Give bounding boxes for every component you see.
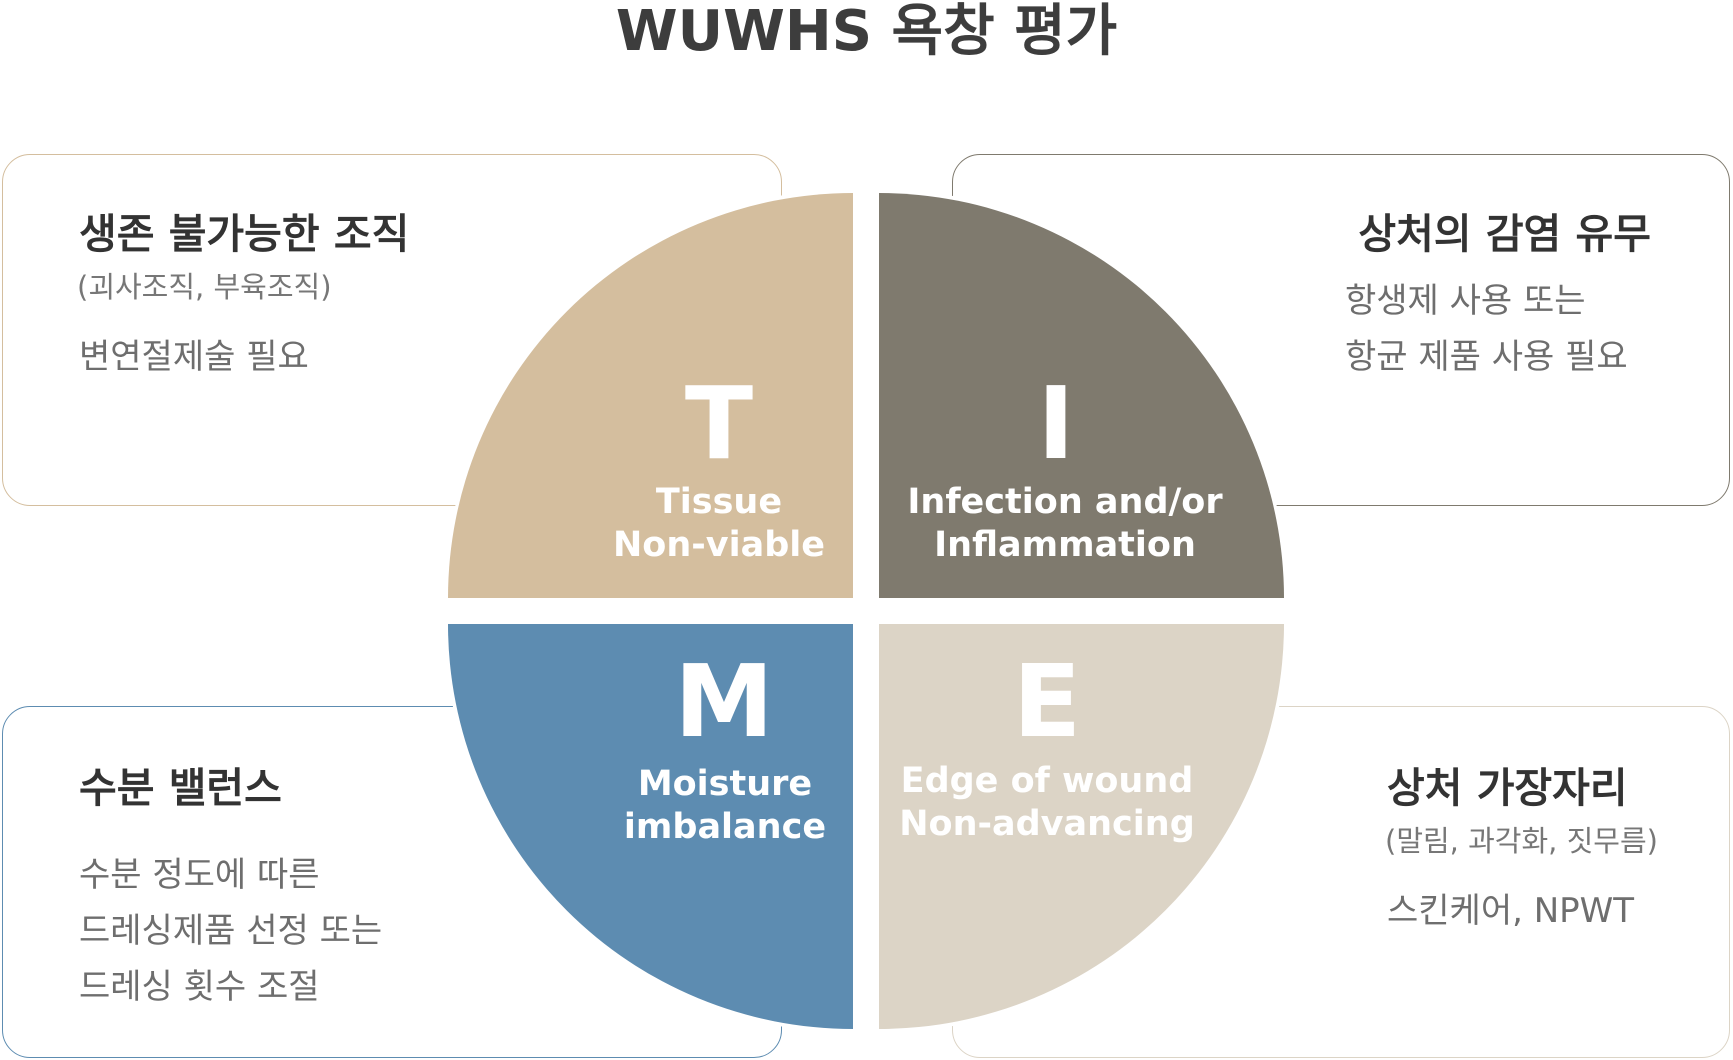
label-moisture-line: imbalance bbox=[623, 807, 827, 847]
card-infection-heading: 상처의 감염 유무 bbox=[1358, 210, 1651, 258]
label-edge-line: Edge of wound bbox=[900, 761, 1194, 801]
label-edge: Edge of wound Non-advancing bbox=[882, 760, 1212, 846]
card-edge-body: 스킨케어, NPWT bbox=[1387, 883, 1634, 939]
quadrant-edge bbox=[879, 624, 1284, 1029]
page-title: WUWHS 욕창 평가 bbox=[615, 0, 1118, 64]
letter-moisture: M bbox=[674, 643, 774, 760]
label-tissue-line: Non-viable bbox=[613, 525, 825, 565]
label-moisture-line: Moisture bbox=[637, 764, 813, 804]
card-tissue-body: 변연절제술 필요 bbox=[79, 329, 309, 385]
letter-tissue: T bbox=[684, 365, 754, 482]
card-moisture-heading: 수분 밸런스 bbox=[79, 764, 282, 812]
card-edge-sub: (말림, 과각화, 짓무름) bbox=[1385, 824, 1658, 858]
quadrant-infection bbox=[879, 193, 1284, 598]
label-tissue-line: Tissue bbox=[655, 482, 783, 522]
label-edge-line: Non-advancing bbox=[899, 804, 1195, 844]
card-infection-body-line: 항생제 사용 또는 bbox=[1345, 281, 1586, 321]
card-moisture-body-line: 수분 정도에 따른 bbox=[79, 855, 320, 895]
letter-infection: I bbox=[1037, 365, 1075, 482]
card-moisture-body: 수분 정도에 따른 드레싱제품 선정 또는 드레싱 횟수 조절 bbox=[79, 847, 382, 1015]
letter-edge: E bbox=[1012, 643, 1082, 760]
label-tissue: Tissue Non-viable bbox=[559, 481, 879, 567]
label-infection-line: Inflammation bbox=[934, 525, 1196, 565]
label-infection: Infection and/or Inflammation bbox=[895, 481, 1235, 567]
card-edge-body-line: 스킨케어, NPWT bbox=[1387, 891, 1635, 931]
card-infection-body-line: 항균 제품 사용 필요 bbox=[1345, 337, 1628, 377]
quadrant-tissue bbox=[448, 193, 853, 598]
card-tissue-body-line: 변연절제술 필요 bbox=[79, 337, 309, 377]
card-infection-body: 항생제 사용 또는 항균 제품 사용 필요 bbox=[1345, 273, 1628, 385]
card-edge-heading: 상처 가장자리 bbox=[1387, 764, 1628, 812]
label-moisture: Moisture imbalance bbox=[565, 763, 885, 849]
card-moisture-body-line: 드레싱 횟수 조절 bbox=[79, 967, 320, 1007]
quadrant-moisture bbox=[448, 624, 853, 1029]
card-moisture-body-line: 드레싱제품 선정 또는 bbox=[79, 911, 383, 951]
card-tissue-heading: 생존 불가능한 조직 bbox=[79, 210, 410, 258]
label-infection-line: Infection and/or bbox=[907, 482, 1223, 522]
card-tissue-sub: (괴사조직, 부육조직) bbox=[77, 270, 332, 304]
